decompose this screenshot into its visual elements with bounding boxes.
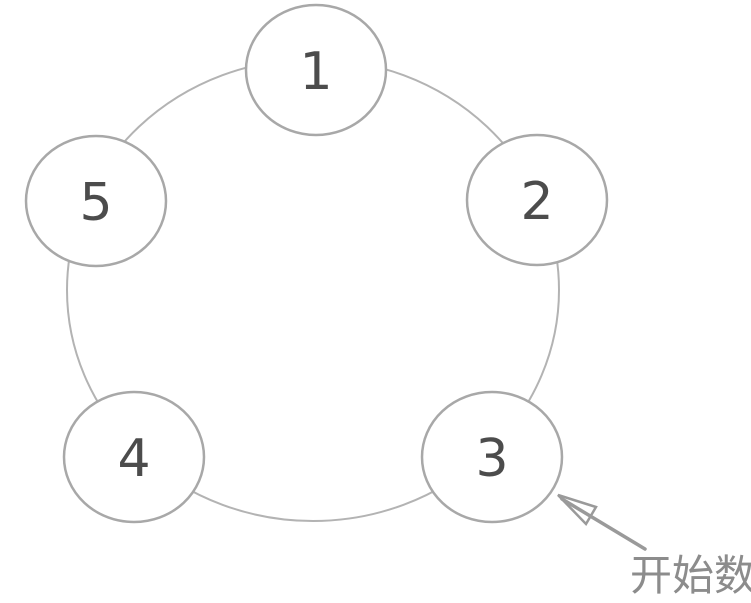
- node-5-circle: [24, 134, 168, 268]
- node-5-label: 5: [79, 173, 112, 233]
- node-4-label: 4: [117, 429, 150, 489]
- node-2-label: 2: [520, 172, 553, 232]
- annotation-label: 开始数: [630, 551, 751, 600]
- node-3: 3: [420, 390, 564, 524]
- node-1-label: 1: [299, 42, 332, 102]
- node-1: 1: [244, 3, 388, 137]
- node-2-circle: [465, 133, 609, 267]
- node-5: 5: [24, 134, 168, 268]
- node-3-label: 3: [475, 429, 508, 489]
- node-2: 2: [465, 133, 609, 267]
- start-arrow: [557, 493, 647, 551]
- node-1-circle: [244, 3, 388, 137]
- node-4: 4: [62, 390, 206, 524]
- node-4-circle: [62, 390, 206, 524]
- arrow-shaft: [560, 497, 647, 551]
- node-3-circle: [420, 390, 564, 524]
